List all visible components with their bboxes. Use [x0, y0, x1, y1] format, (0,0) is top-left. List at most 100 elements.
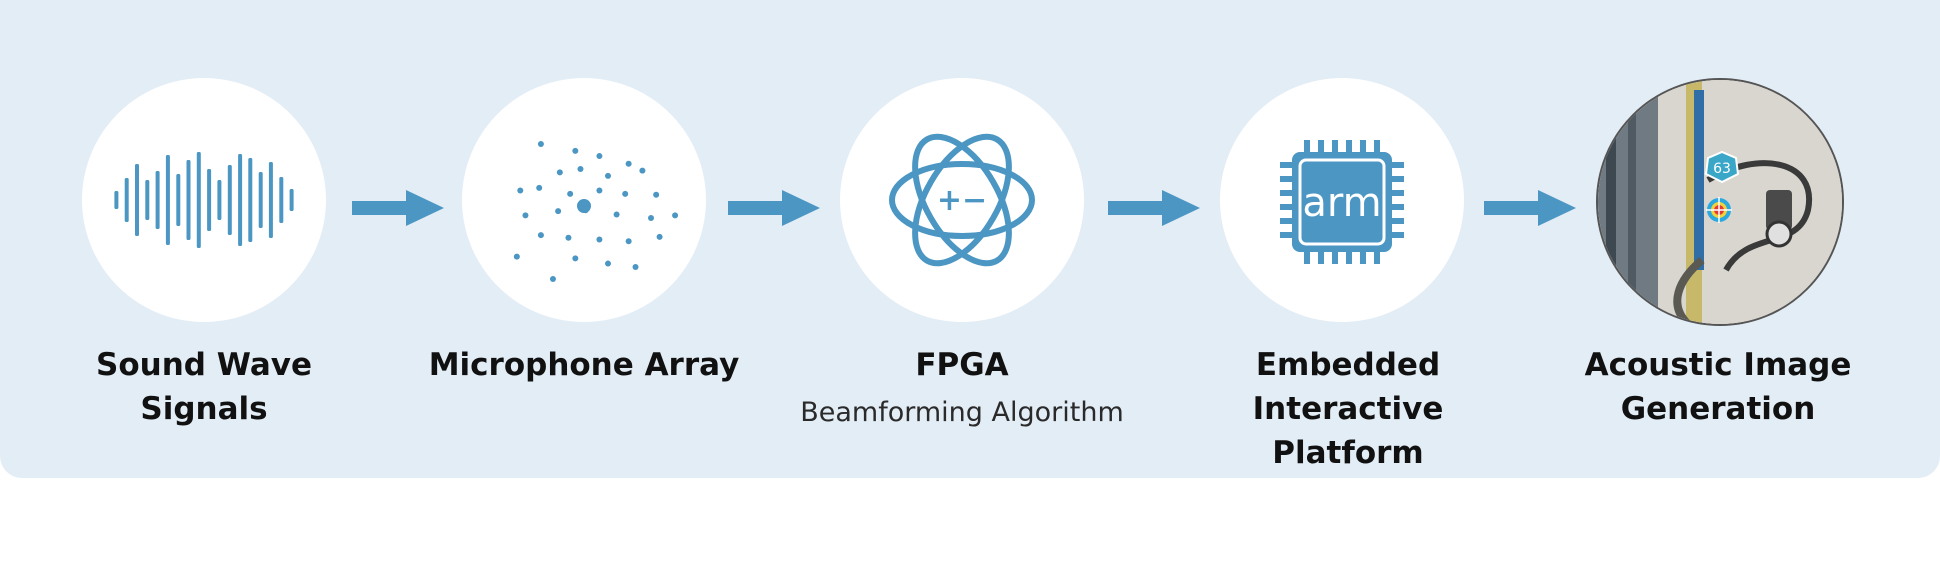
embedded-platform-circle: arm: [1220, 78, 1464, 322]
mic-dot: [625, 160, 632, 167]
wave-bar: [165, 155, 170, 245]
fpga-circle: +−: [840, 78, 1084, 322]
mic-dot: [513, 253, 520, 260]
mic-dot: [556, 169, 563, 176]
arrow-4: [1484, 188, 1576, 232]
chip-pin: [1390, 232, 1404, 238]
step-5-title: Acoustic Image Generation: [1538, 343, 1898, 431]
step-5-title-line-1: Acoustic Image: [1584, 347, 1852, 383]
chip-pin: [1390, 176, 1404, 182]
wave-bar: [196, 152, 201, 248]
mic-dot: [577, 165, 584, 172]
mic-dot: [517, 187, 524, 194]
wave-bar: [145, 180, 150, 220]
microphone-array-dots-icon: [513, 141, 679, 283]
chip-pin: [1280, 176, 1294, 182]
chip-pin: [1318, 140, 1324, 154]
arrow-2: [728, 188, 820, 232]
mic-dot: [625, 238, 632, 245]
sound-wave-icon: [114, 152, 294, 248]
acoustic-badge-text: 63: [1713, 161, 1731, 177]
mic-dot: [672, 212, 679, 219]
wave-bar: [279, 177, 284, 223]
wave-bar: [176, 174, 181, 226]
chip-pin: [1374, 250, 1380, 264]
mic-dot: [537, 232, 544, 239]
microphone-array-circle: [462, 78, 706, 322]
mic-dot: [596, 187, 603, 194]
mic-dot: [605, 260, 611, 267]
mic-dot: [536, 184, 543, 191]
chip-pin: [1374, 140, 1380, 154]
wave-bar: [114, 191, 119, 209]
mic-dot: [622, 190, 629, 197]
sound-wave-circle: [82, 78, 326, 322]
atom-sign-text: +−: [937, 183, 987, 218]
chip-pin: [1280, 204, 1294, 210]
step-3-title: FPGA: [782, 343, 1142, 387]
chip-pin: [1280, 218, 1294, 224]
chip-pin: [1390, 190, 1404, 196]
chip-pin: [1332, 250, 1338, 264]
wave-bar: [248, 158, 253, 242]
mic-dot: [613, 211, 620, 218]
step-3-title-line-1: FPGA: [915, 347, 1009, 383]
wave-bar: [217, 180, 222, 220]
step-1-title: Sound Wave Signals: [24, 343, 384, 431]
mic-dot: [596, 153, 603, 160]
mic-dot: [605, 172, 611, 179]
mic-dot: [555, 208, 562, 215]
mic-dot: [522, 212, 529, 219]
atom-icon: +−: [889, 133, 1035, 267]
chip-pin: [1346, 250, 1352, 264]
chip-pin: [1280, 190, 1294, 196]
step-1-title-line-1: Sound Wave: [96, 347, 312, 383]
chip-pin: [1280, 232, 1294, 238]
mic-dot: [656, 233, 663, 240]
step-2-title: Microphone Array: [404, 343, 764, 387]
mic-dot: [648, 214, 654, 221]
step-4-title: Embedded Interactive Platform: [1168, 343, 1528, 475]
chip-pin: [1390, 218, 1404, 224]
step-4-title-line-1: Embedded Interactive: [1252, 347, 1444, 427]
mic-dot: [639, 167, 646, 174]
arm-chip-text: arm: [1302, 180, 1381, 226]
chip-pin: [1280, 162, 1294, 168]
arm-chip-icon: arm: [1280, 140, 1404, 264]
acoustic-image-photo: 63: [1598, 80, 1842, 324]
chip-pin: [1360, 140, 1366, 154]
wave-bar: [186, 160, 191, 240]
wave-bar: [155, 171, 160, 229]
mic-dot: [596, 236, 603, 243]
chip-pin: [1390, 162, 1404, 168]
mic-dot: [567, 190, 574, 197]
step-5-title-line-2: Generation: [1620, 391, 1816, 427]
wave-bar: [227, 165, 232, 235]
wave-bar: [124, 178, 129, 222]
wave-bar: [238, 154, 243, 246]
arrow-3: [1108, 188, 1200, 232]
step-4-title-line-2: Platform: [1272, 435, 1424, 471]
wave-bar: [207, 169, 212, 231]
mic-center-dot: [577, 199, 591, 213]
mic-dot: [572, 147, 579, 154]
wave-bar: [258, 172, 263, 228]
mic-dot: [632, 264, 639, 270]
wave-bar: [289, 189, 294, 211]
mic-dot: [653, 191, 660, 198]
step-2-title-line-1: Microphone Array: [428, 347, 740, 383]
chip-pin: [1390, 204, 1404, 210]
step-1-title-line-2: Signals: [140, 391, 268, 427]
arrow-1: [352, 188, 444, 232]
wave-bar: [268, 162, 273, 238]
chip-pin: [1318, 250, 1324, 264]
mic-dot: [565, 234, 572, 241]
mic-dot: [537, 141, 544, 148]
chip-pin: [1346, 140, 1352, 154]
mic-dot: [572, 255, 579, 262]
acoustic-image-circle: 63: [1596, 78, 1844, 326]
chip-pin: [1332, 140, 1338, 154]
chip-pin: [1304, 250, 1310, 264]
chip-pin: [1360, 250, 1366, 264]
mic-dot: [549, 276, 556, 283]
